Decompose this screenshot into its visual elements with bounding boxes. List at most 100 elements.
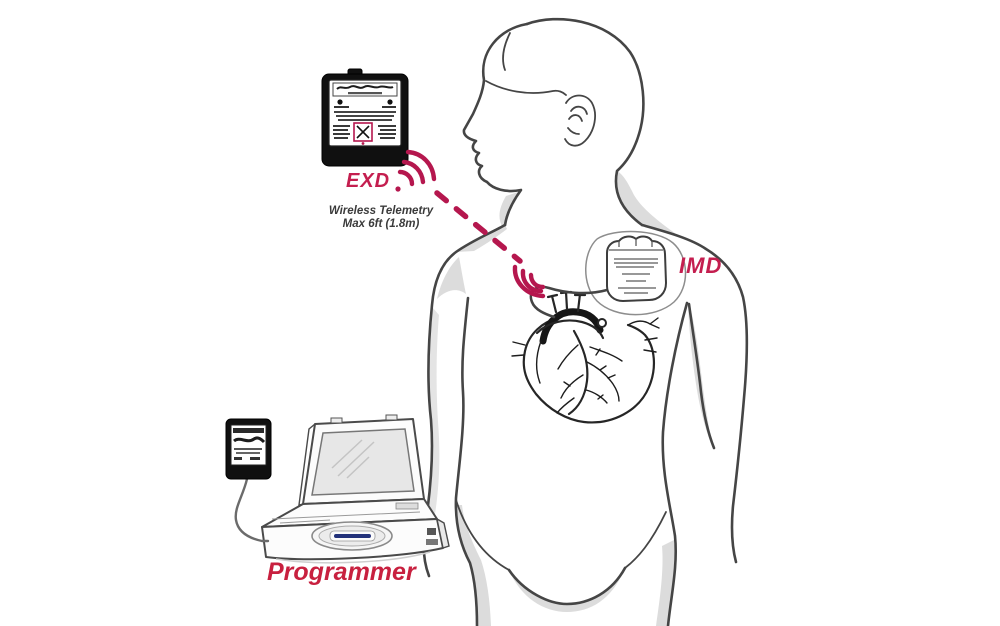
telemetry-note: Wireless Telemetry Max 6ft (1.8m): [306, 205, 456, 231]
face-profile-outline: [462, 22, 529, 227]
imd-signal-icon: [512, 264, 546, 299]
wand-text-line-2: [236, 452, 260, 454]
laptop-latch-left: [330, 417, 343, 424]
laptop-deck-lines: [271, 511, 421, 524]
exd-warning-dot: [361, 142, 365, 145]
laptop-screen-reflections: [331, 439, 375, 479]
wand-mark-1: [234, 457, 242, 460]
right-hip-crease: [624, 511, 667, 569]
hairline: [485, 80, 567, 96]
wand-mark-2: [250, 457, 260, 460]
exd-icon-left-caption: [334, 106, 349, 108]
exd-right-col-1: [378, 125, 396, 127]
exd-label: EXD: [346, 170, 391, 192]
telemetry-wand: [225, 418, 272, 543]
right-neck-shading: [615, 171, 676, 234]
exd-text-line-2: [336, 115, 394, 117]
laptop-brand-smudge: [334, 534, 371, 538]
coronary-branch-4: [557, 344, 579, 370]
laptop-side: [436, 517, 450, 549]
imd-can: [606, 235, 668, 303]
wand-script-smudge: [233, 436, 266, 444]
exd-wave-dot: [395, 186, 401, 192]
exd-wave-arc-large: [405, 149, 437, 182]
coronary-branch-5: [585, 389, 608, 404]
exd-model-line: [348, 92, 382, 95]
left-torso-outline: [454, 296, 479, 626]
vessel-ring: [597, 318, 607, 328]
coronary-branch-3: [589, 346, 623, 362]
laptop-latch-right: [385, 414, 398, 421]
exd-signal-icon: [395, 149, 437, 192]
ear-inner-1: [570, 105, 588, 115]
telemetry-dashed-line: [434, 190, 523, 264]
exd-brand-script: [336, 85, 394, 90]
head-back-outline: [525, 17, 645, 227]
groin-shading: [509, 568, 625, 612]
imd-pocket-outline: [585, 230, 687, 316]
laptop-port-1: [427, 528, 436, 535]
arch-branch-1: [546, 293, 559, 314]
exd-wave-arc-small: [397, 169, 415, 187]
programmer-laptop: [261, 414, 450, 564]
right-torso-outline: [661, 301, 689, 626]
imd-engraved-text: [614, 258, 658, 294]
exd-icon-left: [337, 99, 343, 105]
left-hip-shading: [456, 505, 491, 626]
human-figure: [422, 17, 749, 626]
heart-outline: [522, 316, 655, 424]
exd-left-col-4: [334, 137, 348, 139]
exd-icon-right-caption: [382, 106, 396, 108]
imd-device: [529, 230, 687, 319]
imd-wave-arc-small: [528, 272, 546, 290]
telemetry-note-line2: Max 6ft (1.8m): [342, 218, 420, 230]
left-vessel-stubs: [511, 341, 526, 357]
arch-branch-2: [559, 290, 573, 311]
hair-tuft: [502, 32, 511, 71]
exd-right-col-2: [380, 129, 396, 131]
groin-curve: [507, 566, 627, 606]
imd-label: IMD: [679, 253, 723, 278]
ear-outline: [564, 94, 596, 147]
exd-text-line-1: [334, 111, 396, 113]
pulmonary-band: [535, 319, 605, 340]
telemetry-note-line1: Wireless Telemetry: [328, 205, 434, 217]
exd-icon-right: [387, 99, 393, 105]
coronary-branch-6: [556, 397, 575, 414]
right-hip-shading: [656, 540, 675, 626]
right-arm-inner-outline: [687, 302, 716, 450]
aorta-arch: [539, 308, 604, 345]
arch-branch-3: [573, 292, 587, 313]
left-arm-gap-shading: [426, 308, 440, 526]
laptop-hinge-greeble: [395, 502, 419, 510]
exd-text-line-3: [338, 119, 392, 121]
right-vessel-stubs: [627, 317, 660, 353]
coronary-branch-2: [560, 374, 584, 399]
left-atrium-line: [536, 340, 542, 384]
imd-wave-arc-large: [512, 264, 546, 299]
coronary-twigs: [563, 348, 616, 400]
ear-inner-3: [567, 127, 580, 135]
wand-text-line-1: [234, 448, 262, 450]
exd-device: [321, 68, 409, 167]
wand-brand-line: [233, 428, 264, 433]
coronary-main: [567, 329, 589, 416]
wireless-link: [395, 149, 546, 299]
laptop-front-shadow: [275, 551, 431, 564]
exd-right-col-3: [378, 133, 396, 135]
left-hip-crease: [455, 499, 510, 571]
imd-wave-arc-mid: [520, 268, 544, 294]
exd-warning-x-icon: [356, 125, 370, 139]
ear-inner-2: [568, 114, 583, 122]
heart-drawing: [511, 290, 660, 424]
coronary-branch-1: [586, 361, 620, 402]
exd-right-col-4: [380, 137, 395, 139]
programmer-label: Programmer: [267, 558, 416, 586]
wand-cable: [234, 477, 270, 543]
left-armpit-shading: [437, 257, 466, 299]
imd-connector-lines: [609, 239, 663, 251]
exd-left-col-3: [333, 133, 350, 135]
exd-left-col-1: [333, 125, 350, 127]
